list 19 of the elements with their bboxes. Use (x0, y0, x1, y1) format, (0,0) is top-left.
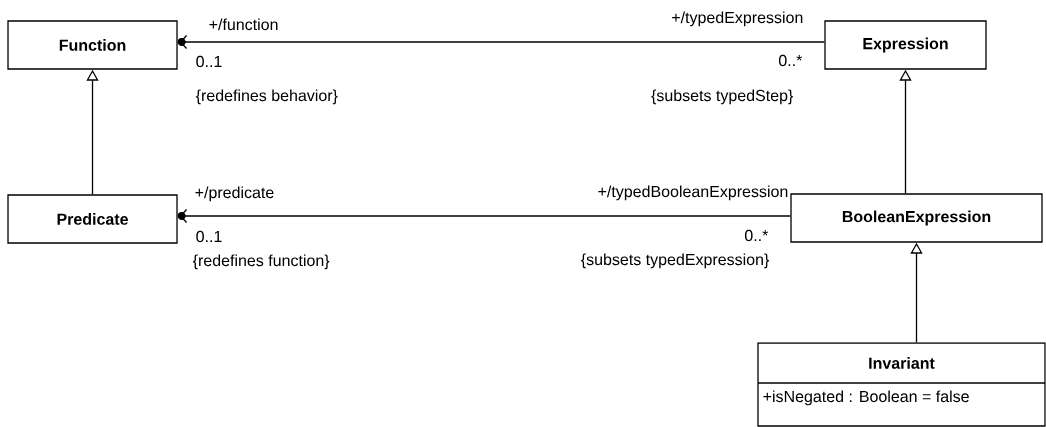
role-name: +/typedExpression (672, 11, 803, 27)
class-box: Invariant +isNegated : Boolean = false (757, 342, 1046, 427)
multiplicity: 0..* (744, 229, 769, 242)
class-box: BooleanExpression (790, 193, 1043, 243)
role-name: +/function (209, 18, 278, 31)
class-box: Function (7, 20, 178, 70)
association-line (177, 208, 791, 224)
constraint: {subsets typedExpression} (581, 253, 769, 269)
multiplicity: 0..1 (196, 230, 222, 243)
role-name: +/typedBooleanExpression (598, 185, 788, 201)
association-line (177, 34, 825, 50)
role-name: +/predicate (195, 186, 274, 202)
constraint: {redefines behavior} (195, 89, 338, 105)
class-box: Predicate (7, 194, 178, 244)
constraint: {subsets typedStep} (651, 89, 794, 105)
constraint: {redefines function} (192, 254, 330, 270)
multiplicity: 0..1 (196, 55, 222, 68)
multiplicity: 0..* (778, 54, 803, 67)
class-box: Expression (824, 20, 987, 70)
